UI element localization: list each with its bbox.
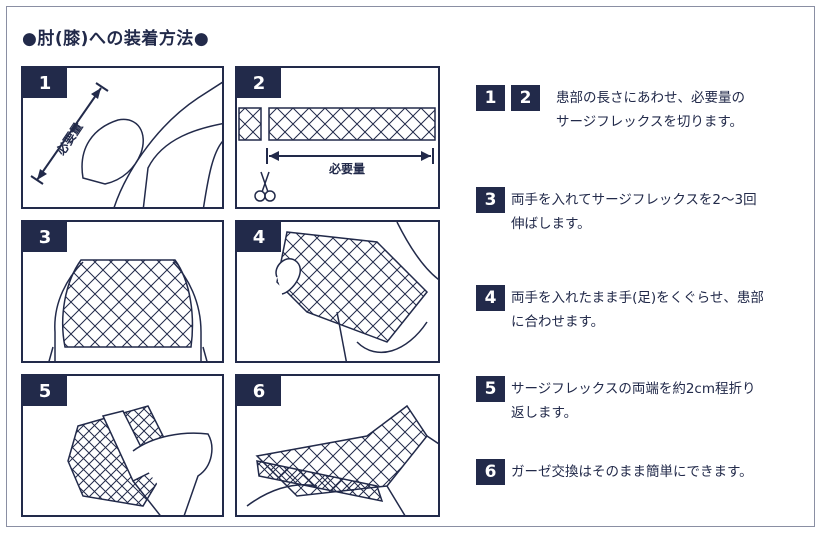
outer-frame [6,6,815,527]
panel-6: 6 [235,374,440,517]
fold-ends-illustration [67,405,213,515]
step-6: 6 ガーゼ交換はそのまま簡単にできます。 [476,459,753,485]
panel-4: 4 [235,220,440,363]
panel-number-badge: 1 [23,68,67,98]
gauze-change-illustration [246,404,438,515]
stretch-illustration [48,259,208,361]
panel-number-badge: 2 [237,68,281,98]
panel-number-badge: 6 [237,376,281,406]
measure-label: 必要量 [52,119,85,158]
step-number-badge: 5 [476,376,505,402]
step-3: 3 両手を入れてサージフレックスを2〜3回 伸ばします。 [476,187,757,236]
step-text-line: 両手を入れてサージフレックスを2〜3回 [511,192,757,208]
step-1-2: 1 2 患部の長さにあわせ、必要量の サージフレックスを切ります。 [476,85,745,134]
panel-number-badge: 3 [23,222,67,252]
elbow-measure-illustration: 必要量 [30,81,222,207]
panel-2: 2 必要量 [235,66,440,209]
step-text-line: に合わせます。 [511,314,605,330]
panel-number-badge: 5 [23,376,67,406]
scissors-icon [254,171,276,202]
step-5: 5 サージフレックスの両端を約2cm程折り 返します。 [476,376,756,425]
step-number-badge: 1 [476,85,505,111]
panel-1: 1 必要量 [21,66,224,209]
step-number-badge: 3 [476,187,505,213]
step-text-line: 患部の長さにあわせ、必要量の [556,90,745,106]
insert-arm-illustration [275,222,438,361]
step-number-badge: 4 [476,285,505,311]
panel-3: 3 [21,220,224,363]
measure-label: 必要量 [328,161,365,176]
step-text-line: サージフレックスを切ります。 [556,114,743,130]
cut-measure-illustration: 必要量 [238,107,436,202]
step-number-badge: 6 [476,459,505,485]
step-text-line: ガーゼ交換はそのまま簡単にできます。 [511,464,753,480]
step-text-line: 伸ばします。 [511,216,591,232]
step-text-line: サージフレックスの両端を約2cm程折り [511,381,756,397]
panel-5: 5 [21,374,224,517]
panel-number-badge: 4 [237,222,281,252]
step-4: 4 両手を入れたまま手(足)をくぐらせ、患部 に合わせます。 [476,285,764,334]
page-title: ●肘(膝)への装着方法● [22,29,210,49]
step-text-line: 返します。 [511,405,578,421]
step-text-line: 両手を入れたまま手(足)をくぐらせ、患部 [511,290,764,306]
step-number-badge: 2 [511,85,540,111]
